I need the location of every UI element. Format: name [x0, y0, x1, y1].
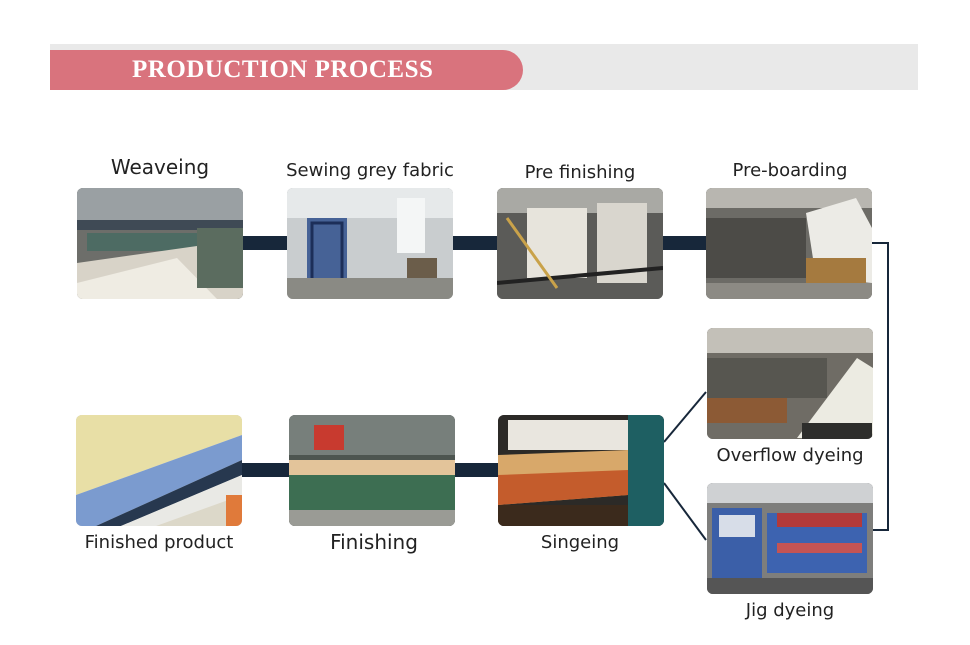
- pre-finishing-machine-photo: [497, 188, 663, 299]
- finishing-machine-photo: [289, 415, 455, 526]
- step-label-overflow-dyeing: Overflow dyeing: [716, 445, 864, 466]
- step-label-pre-boarding: Pre-boarding: [732, 160, 848, 181]
- sewing-workshop-photo: [287, 188, 453, 299]
- singeing-machine-photo: [498, 415, 664, 526]
- connector-prefinishing-preboarding: [663, 236, 706, 250]
- overflow-dyeing-photo: [707, 328, 873, 439]
- branch-overflow-singeing: [663, 391, 707, 443]
- connector-sewing-prefinishing: [453, 236, 497, 250]
- step-label-jig-dyeing: Jig dyeing: [745, 600, 835, 621]
- step-label-finishing: Finishing: [330, 530, 418, 554]
- branch-jig-singeing: [663, 482, 707, 541]
- step-label-singeing: Singeing: [540, 532, 620, 553]
- connector-weaving-sewing: [243, 236, 287, 250]
- page-title: PRODUCTION PROCESS: [132, 56, 434, 83]
- step-label-pre-finishing: Pre finishing: [524, 162, 636, 183]
- jig-dyeing-machine-photo: [707, 483, 873, 594]
- step-label-sewing: Sewing grey fabric: [286, 160, 454, 181]
- connector-finished-finishing: [242, 463, 289, 477]
- pre-boarding-machine-photo: [706, 188, 872, 299]
- step-label-weaving: Weaveing: [110, 155, 210, 179]
- header-tab: PRODUCTION PROCESS: [50, 50, 523, 90]
- connector-finishing-singeing: [455, 463, 498, 477]
- finished-fabric-photo: [76, 415, 242, 526]
- weaving-loom-photo: [77, 188, 243, 299]
- bracket-right: [872, 242, 889, 531]
- step-label-finished-product: Finished product: [84, 532, 234, 553]
